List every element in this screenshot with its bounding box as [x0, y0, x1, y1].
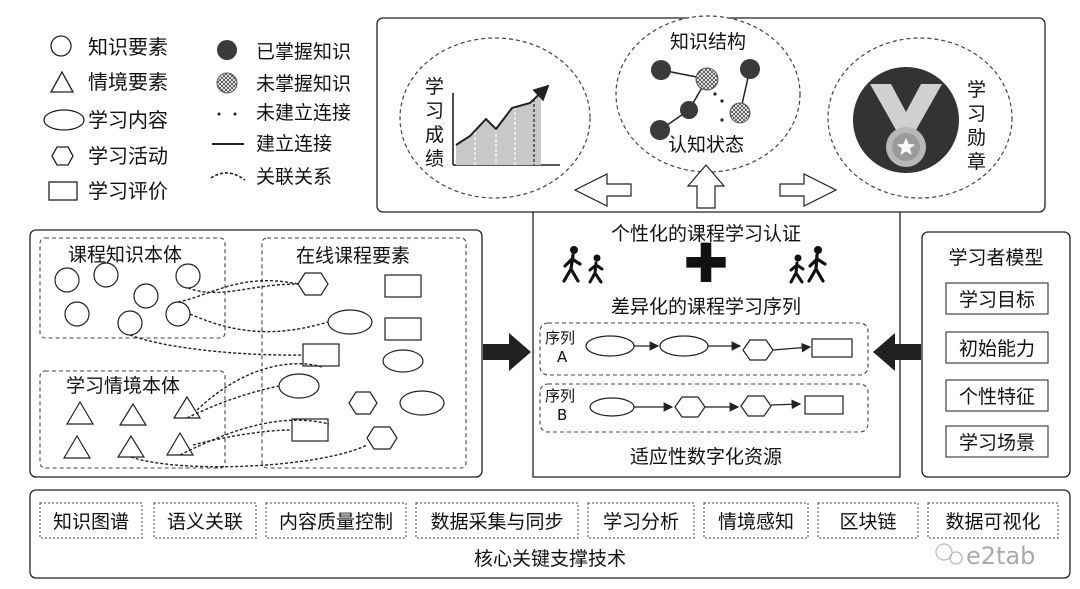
sequence-panel: 个性化的课程学习认证 ✚ 差异化的课程学习序列 序列 A: [532, 212, 901, 478]
legend-label-connected: 建立连接: [256, 133, 332, 155]
tech-box-knowledge-graph: [39, 502, 143, 539]
cognitive-label: 认知状态: [668, 134, 744, 156]
hexagon-shape-icon: [51, 146, 74, 166]
tech-box-quality: [265, 502, 407, 539]
watermark: e2tab: [935, 542, 1035, 570]
sequence-b-chain: [589, 395, 844, 418]
tech-box-data-sync: [415, 502, 579, 539]
learner-scene-label: 学习场景: [959, 432, 1035, 454]
knowledge-graph-icon: [650, 59, 760, 140]
dots-icon: [217, 112, 237, 116]
grades-label-char: 习: [425, 100, 444, 122]
context-elements: [62, 395, 202, 459]
legend-label-unmastered: 未掌握知识: [256, 73, 351, 95]
medal-icon: [853, 67, 959, 173]
grades-circle: [399, 37, 591, 199]
tech-label-visualization: 数据可视化: [945, 511, 1040, 533]
tech-label-analytics: 学习分析: [603, 511, 679, 533]
ontology-panel: 课程知识本体 学习情境本体 在线课程要素: [29, 229, 483, 478]
unmastered-knowledge-icon: [216, 72, 238, 94]
sequence-a-label: A: [557, 348, 568, 366]
context-ontology-title: 学习情境本体: [66, 375, 180, 397]
certification-title: 个性化的课程学习认证: [611, 223, 801, 245]
watermark-text: e2tab: [966, 542, 1035, 570]
badge-label-char: 习: [967, 103, 986, 125]
rectangle-shape-icon: [48, 181, 78, 201]
learner-ability-label: 初始能力: [959, 338, 1035, 360]
badge-label-char: 章: [967, 151, 986, 173]
structure-label: 知识结构: [670, 31, 746, 53]
certification-panel: 学 习 成 绩 知识结构: [376, 15, 1046, 213]
learner-model-panel: 学习者模型 学习目标 初始能力 个性特征 学习场景: [921, 231, 1071, 478]
tech-label-data-sync: 数据采集与同步: [430, 511, 563, 533]
badge-label: 学 习 勋 章: [967, 79, 986, 173]
legend-label-activity: 学习活动: [88, 144, 168, 168]
sequence-title: 差异化的课程学习序列: [611, 296, 801, 318]
legend-label-content: 学习内容: [88, 108, 168, 132]
tech-box-context: [703, 502, 809, 539]
sequence-a-label: 序列: [545, 329, 575, 347]
plus-icon: ✚: [683, 232, 728, 295]
legend-label-relation: 关联关系: [256, 166, 332, 188]
triangle-shape-icon: [49, 70, 75, 93]
knowledge-elements: [54, 262, 201, 336]
badge-label-char: 学: [967, 79, 986, 101]
tech-panel: 知识图谱 语义关联 内容质量控制 数据采集与同步 学习分析 情境感知 区块链 数…: [29, 489, 1071, 579]
tech-label-quality: 内容质量控制: [279, 511, 393, 533]
grades-label-char: 成: [425, 124, 444, 146]
legend-label-knowledge: 知识要素: [88, 35, 168, 59]
tech-box-blockchain: [817, 502, 919, 539]
circle-shape-icon: [50, 35, 72, 57]
learner-trait-label: 个性特征: [959, 386, 1035, 408]
learner-goal-box: [945, 282, 1049, 315]
sequence-b-label: B: [557, 406, 567, 424]
tech-label-context: 情境感知: [718, 511, 794, 533]
hollow-arrow-up-icon: [686, 164, 726, 209]
tech-box-analytics: [587, 502, 695, 539]
online-elements-title: 在线课程要素: [296, 245, 410, 267]
ellipse-shape-icon: [43, 109, 85, 131]
learner-ability-box: [945, 331, 1049, 364]
chat-bubble-icon: [935, 543, 953, 561]
grades-label-char: 绩: [425, 148, 444, 170]
legend-label-context: 情境要素: [88, 70, 168, 94]
tech-label-blockchain: 区块链: [839, 511, 896, 533]
sequence-b-label: 序列: [545, 387, 575, 405]
knowledge-ontology-title: 课程知识本体: [68, 244, 182, 266]
grades-label-char: 学: [425, 76, 444, 98]
walking-people-right-icon: [789, 246, 827, 284]
resources-label: 适应性数字化资源: [630, 446, 782, 468]
tech-label-semantic: 语义关联: [167, 511, 243, 533]
learner-goal-label: 学习目标: [959, 289, 1035, 311]
relation-curves: [129, 280, 368, 468]
legend-label-unconnected: 未建立连接: [256, 102, 351, 124]
learner-trait-box: [945, 379, 1049, 412]
legend: 知识要素 情境要素 学习内容 学习活动 学习评价 已掌握知识 未掌握知识 未建立…: [43, 35, 351, 203]
online-elements: [278, 272, 445, 450]
tech-title: 核心关键支撑技术: [474, 548, 626, 570]
arrow-left-to-sequence-icon: [873, 333, 921, 371]
grades-chart-icon: [452, 84, 560, 166]
arrow-right-to-sequence-icon: [483, 333, 531, 371]
grades-label: 学 习 成 绩: [425, 76, 444, 170]
tech-box-semantic: [153, 502, 257, 539]
hollow-arrow-right-icon: [779, 173, 838, 207]
hollow-arrow-left-icon: [573, 173, 632, 207]
badge-label-char: 勋: [967, 127, 986, 149]
tech-label-knowledge-graph: 知识图谱: [53, 511, 129, 533]
mastered-knowledge-icon: [217, 40, 237, 60]
dashed-curve-icon: [210, 172, 246, 181]
sequence-a-chain: [585, 335, 853, 361]
learner-model-title: 学习者模型: [948, 247, 1043, 269]
learner-scene-box: [945, 425, 1049, 458]
tech-box-visualization: [927, 502, 1059, 539]
walking-people-left-icon: [562, 246, 604, 284]
legend-label-evaluation: 学习评价: [88, 179, 168, 203]
legend-label-mastered: 已掌握知识: [256, 41, 351, 63]
